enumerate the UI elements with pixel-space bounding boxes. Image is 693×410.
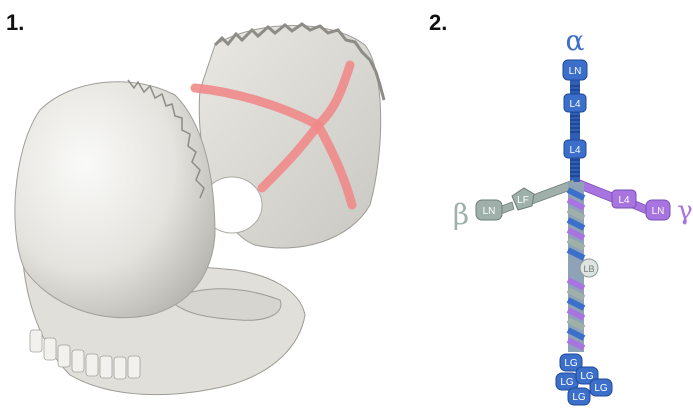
svg-text:L4: L4 xyxy=(569,99,581,110)
laminin-diagram: α β γ xyxy=(453,24,693,405)
svg-text:L4: L4 xyxy=(618,195,630,206)
beta-lf-node: LF xyxy=(512,188,534,210)
alpha-l4-node-bottom: L4 xyxy=(564,140,586,158)
svg-text:LN: LN xyxy=(569,66,582,77)
lg-node-5: LG xyxy=(568,388,590,405)
svg-text:LG: LG xyxy=(572,392,586,403)
alpha-l4-node-top: L4 xyxy=(564,94,586,112)
svg-text:LB: LB xyxy=(583,264,594,274)
lg-cluster: LG LG LG LG LG xyxy=(556,354,612,405)
beta-ln-node: LN xyxy=(476,200,502,220)
svg-text:LG: LG xyxy=(560,377,574,388)
gamma-l4-node: L4 xyxy=(612,190,636,208)
svg-text:LN: LN xyxy=(483,206,496,217)
gamma-ln-node: LN xyxy=(646,200,670,220)
lb-node: LB xyxy=(580,259,598,277)
gamma-symbol: γ xyxy=(677,196,693,226)
svg-text:LG: LG xyxy=(564,358,578,369)
svg-text:LN: LN xyxy=(652,206,665,217)
skull-vault xyxy=(15,82,215,318)
svg-text:L4: L4 xyxy=(569,145,581,156)
lg-node-4: LG xyxy=(590,379,612,396)
alpha-symbol: α xyxy=(566,24,585,57)
beta-symbol: β xyxy=(453,198,469,231)
skull-illustration xyxy=(15,24,384,395)
svg-text:LF: LF xyxy=(517,195,529,206)
alpha-ln-node: LN xyxy=(563,60,587,80)
svg-text:LG: LG xyxy=(594,383,608,394)
lg-node-2: LG xyxy=(556,373,578,390)
